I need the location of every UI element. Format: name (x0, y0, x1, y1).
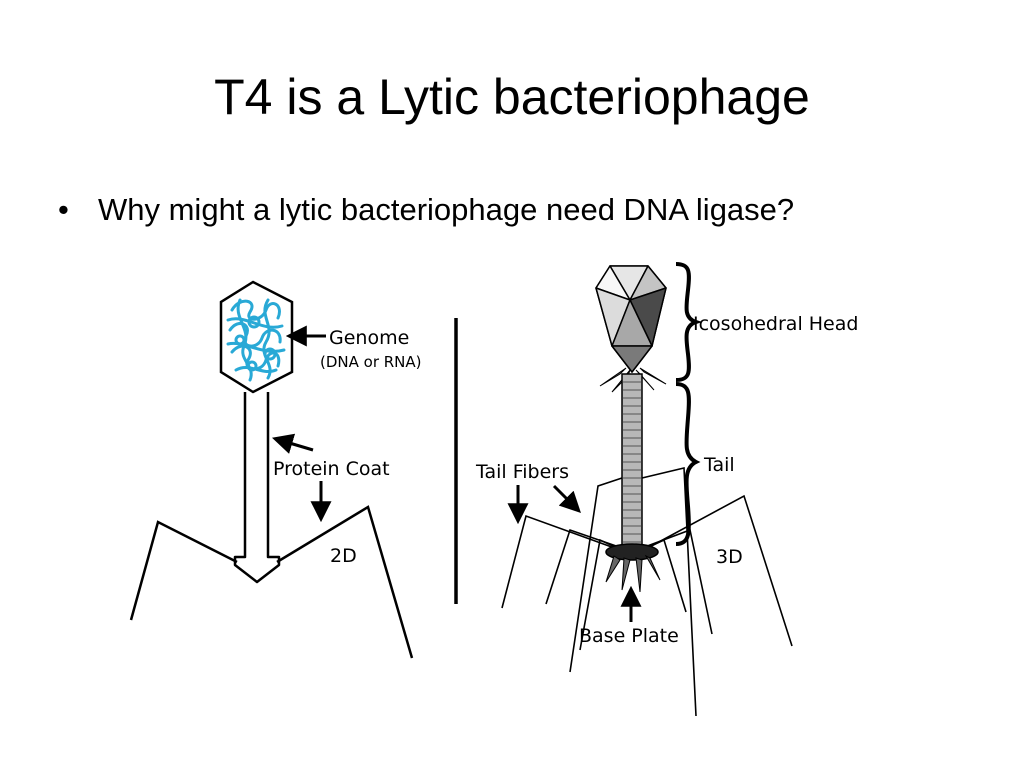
icosahedral-head-label: Icosohedral Head (693, 313, 858, 335)
protein-coat-label: Protein Coat (273, 458, 390, 480)
tail-fibers-diagonal-arrow-icon (552, 484, 581, 513)
bullet-point: • Why might a lytic bacteriophage need DN… (58, 188, 794, 232)
phage-2d-leg-right (276, 505, 414, 659)
phage-2d-leg-left (129, 520, 238, 621)
tail-tube (621, 373, 643, 547)
head-brace-icon (675, 262, 703, 382)
base-plate-label: Base Plate (579, 625, 679, 647)
genome-sublabel: (DNA or RNA) (320, 353, 422, 371)
slide-title: T4 is a Lytic bacteriophage (214, 69, 810, 125)
tail-fibers-icon (501, 466, 793, 717)
phage-2d: Genome (DNA or RNA) Protein Coat 2D (129, 280, 422, 659)
tail-fibers-label: Tail Fibers (475, 461, 569, 483)
phage-2d-tail (233, 392, 281, 584)
genome-strand-icon (226, 298, 286, 382)
dimension-2d-label: 2D (330, 545, 357, 567)
tail-label: Tail (703, 454, 735, 476)
phage-3d: Icosohedral Head Tail Tail Fibers Base P… (475, 262, 858, 717)
bullet-dot: • (58, 192, 69, 227)
dimension-3d-label: 3D (716, 546, 743, 568)
protein-coat-arrow-icon (271, 433, 314, 454)
base-plate-icon (605, 543, 661, 593)
bullet-text: Why might a lytic bacteriophage need DNA… (98, 192, 795, 227)
genome-label: Genome (329, 327, 409, 349)
tail-brace-icon (675, 382, 701, 546)
collar-spikes (599, 367, 667, 393)
icosahedral-head-icon (595, 265, 667, 373)
